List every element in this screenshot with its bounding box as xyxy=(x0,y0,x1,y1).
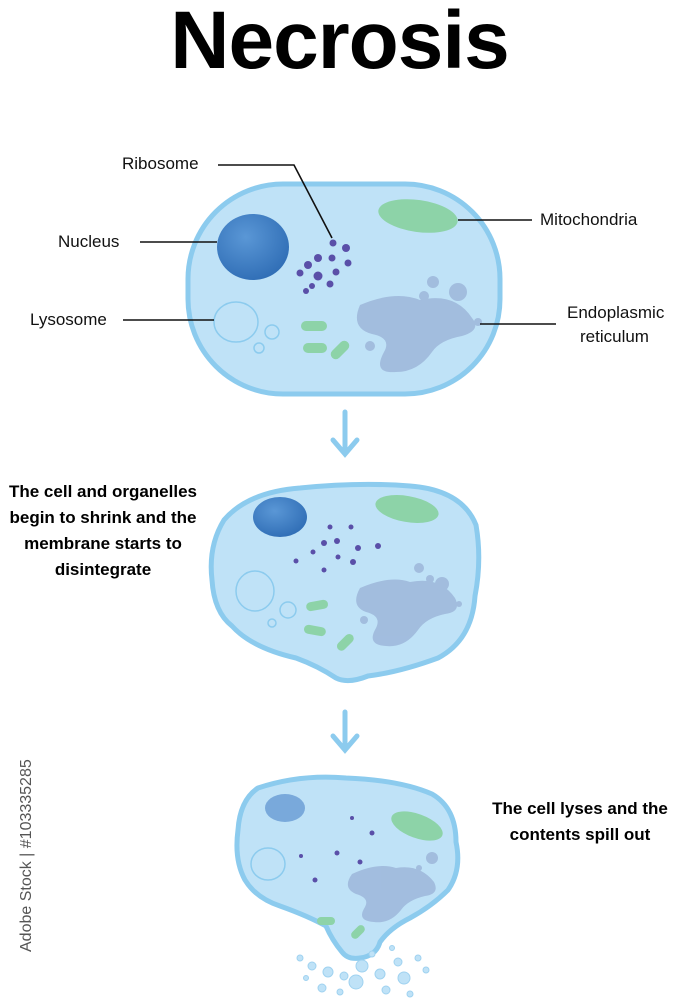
small-mitochondria-1 xyxy=(301,321,350,360)
caption-stage-2-line: membrane starts to xyxy=(24,534,182,553)
caption-stage-2-line: disintegrate xyxy=(54,560,152,579)
label-ribosome: Ribosome xyxy=(122,154,199,173)
caption-stage-2-line: The cell and organelles xyxy=(8,482,197,501)
cell-stage-1 xyxy=(185,181,503,397)
nucleus-1 xyxy=(217,214,289,280)
label-er-line2: reticulum xyxy=(580,327,649,346)
lysosome-1 xyxy=(213,301,280,354)
caption-stage-3-line: contents spill out xyxy=(509,825,651,844)
spilled-contents xyxy=(296,945,430,998)
ribosomes-3 xyxy=(299,816,375,883)
ribosomes-1 xyxy=(296,239,352,294)
endoplasmic-reticulum-2 xyxy=(356,563,462,647)
nucleus-2 xyxy=(253,497,307,537)
ribosomes-2 xyxy=(293,524,381,573)
endoplasmic-reticulum-3 xyxy=(347,852,438,923)
caption-stage-2-line: begin to shrink and the xyxy=(9,508,197,527)
caption-stage-2: The cell and organelles begin to shrink … xyxy=(0,479,206,583)
mitochondrion-1 xyxy=(378,199,458,233)
mitochondrion-3 xyxy=(391,811,443,841)
arrow-down-2 xyxy=(330,709,360,754)
caption-stage-3-line: The cell lyses and the xyxy=(492,799,668,818)
label-mitochondria: Mitochondria xyxy=(540,210,638,229)
leader-lines xyxy=(123,164,556,325)
arrow-down-1 xyxy=(330,409,360,458)
cell-stage-3 xyxy=(234,774,461,998)
lysosome-2 xyxy=(235,570,297,628)
mitochondrion-2 xyxy=(375,495,439,523)
cell-stage-2 xyxy=(208,481,482,684)
nucleus-3 xyxy=(265,794,305,822)
ribosome-leader xyxy=(218,164,333,239)
caption-stage-3: The cell lyses and the contents spill ou… xyxy=(482,796,678,848)
label-er-line1: Endoplasmic xyxy=(567,303,665,322)
small-mitochondria-3 xyxy=(317,917,365,939)
endoplasmic-reticulum-1 xyxy=(356,276,482,373)
label-nucleus: Nucleus xyxy=(58,232,120,251)
small-mitochondria-2 xyxy=(304,599,354,651)
lysosome-3 xyxy=(250,847,286,881)
label-lysosome: Lysosome xyxy=(30,310,107,329)
stock-watermark: Adobe Stock | #103335285 xyxy=(18,759,35,952)
page-title: Necrosis xyxy=(170,0,509,86)
